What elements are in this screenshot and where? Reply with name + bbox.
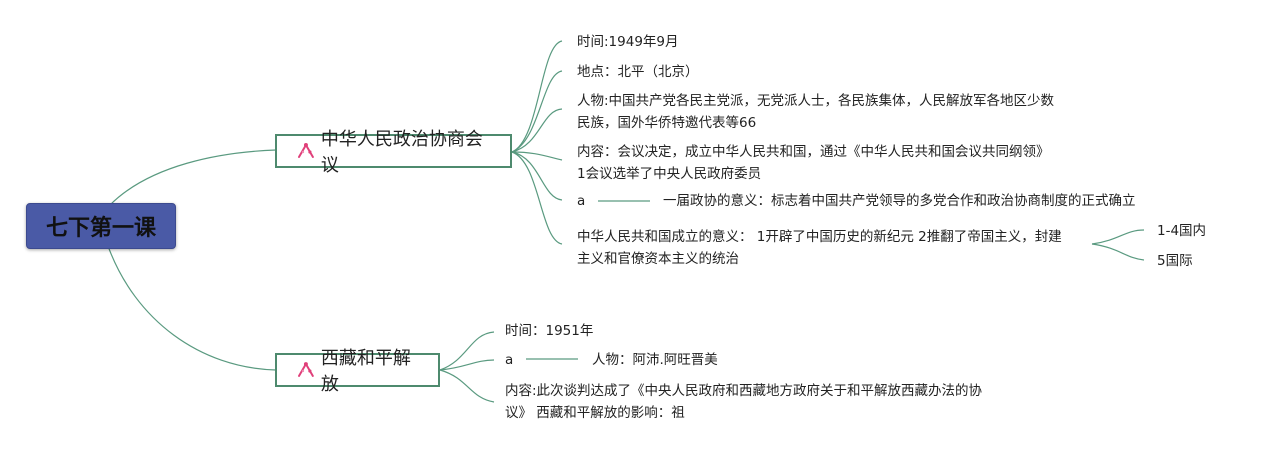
pin-icon <box>297 362 314 377</box>
root-label: 七下第一课 <box>45 216 156 241</box>
leaf-people[interactable]: 人物:中国共产党各民主党派，无党派人士，各民族集体，人民解放军各地区少数 民族，… <box>577 90 1054 134</box>
leaf-significance[interactable]: 中华人民共和国成立的意义： 1开辟了中国历史的新纪元 2推翻了帝国主义，封建 主… <box>577 226 1062 270</box>
leaf-place[interactable]: 地点：北平（北京） <box>577 61 699 83</box>
leaf-text: a <box>577 193 586 209</box>
connector-b1-content <box>511 151 563 161</box>
leaf-text: 1-4国内 <box>1157 223 1207 239</box>
leaf-text: 人物：阿沛.阿旺晋美 <box>592 352 718 368</box>
connector-b2-time <box>439 331 495 371</box>
leaf-time[interactable]: 时间:1949年9月 <box>577 31 679 53</box>
connector-b2-a <box>439 359 495 371</box>
leaf-text-line: 民族，国外华侨特邀代表等66 <box>577 115 757 131</box>
leaf-text-line: 中华人民共和国成立的意义： 1开辟了中国历史的新纪元 2推翻了帝国主义，封建 <box>577 229 1062 245</box>
branch-topic-cppcc[interactable]: 中华人民政治协商会议 <box>275 129 512 176</box>
leaf-a-tibet[interactable]: a <box>505 349 513 371</box>
connector-sig-sub2 <box>1091 243 1145 261</box>
leaf-text: 一届政协的意义：标志着中国共产党领导的多党合作和政治协商制度的正式确立 <box>663 193 1136 209</box>
leaf-text: a <box>505 352 514 368</box>
connector-b1-significance <box>511 151 563 245</box>
connector-b1-people <box>511 108 563 153</box>
leaf-first-session[interactable]: 一届政协的意义：标志着中国共产党领导的多党合作和政治协商制度的正式确立 <box>663 190 1136 212</box>
leaf-text-line: 1会议选举了中央人民政府委员 <box>577 166 762 182</box>
root-topic[interactable]: 七下第一课 <box>26 203 176 249</box>
leaf-time-tibet[interactable]: 时间：1951年 <box>505 320 593 342</box>
connector-b1-time <box>511 40 563 153</box>
leaf-people-tibet[interactable]: 人物：阿沛.阿旺晋美 <box>592 349 718 371</box>
leaf-a[interactable]: a <box>577 190 585 212</box>
branch-topic-tibet[interactable]: 西藏和平解放 <box>275 348 440 395</box>
pin-icon <box>297 143 314 158</box>
branch-title: 西藏和平解放 <box>320 348 411 395</box>
leaf-text-line: 内容:此次谈判达成了《中央人民政府和西藏地方政府关于和平解放西藏办法的协 <box>505 383 983 399</box>
leaf-text-line: 主义和官僚资本主义的统治 <box>577 251 739 267</box>
leaf-text: 时间:1949年9月 <box>577 34 679 50</box>
leaf-text-line: 议》 西藏和平解放的影响：祖 <box>505 405 685 421</box>
connector-root-branch2 <box>107 245 277 371</box>
leaf-sub-domestic[interactable]: 1-4国内 <box>1157 220 1206 242</box>
branch-title: 中华人民政治协商会议 <box>320 129 483 176</box>
connector-b1-place <box>511 70 563 153</box>
leaf-text: 地点：北平（北京） <box>577 64 699 80</box>
connector-b1-a <box>511 151 563 201</box>
leaf-text: 时间：1951年 <box>505 323 594 339</box>
connector-sig-sub1 <box>1091 229 1145 245</box>
leaf-text-line: 内容：会议决定，成立中华人民共和国，通过《中华人民共和国会议共同纲领》 <box>577 144 1050 160</box>
leaf-content[interactable]: 内容：会议决定，成立中华人民共和国，通过《中华人民共和国会议共同纲领》 1会议选… <box>577 141 1050 185</box>
connector-b2-content <box>439 369 495 403</box>
leaf-text-line: 人物:中国共产党各民主党派，无党派人士，各民族集体，人民解放军各地区少数 <box>577 93 1055 109</box>
leaf-text: 5国际 <box>1157 253 1193 269</box>
connector-root-branch1 <box>109 149 277 206</box>
leaf-sub-international[interactable]: 5国际 <box>1157 250 1193 272</box>
leaf-content-tibet[interactable]: 内容:此次谈判达成了《中央人民政府和西藏地方政府关于和平解放西藏办法的协 议》 … <box>505 380 982 424</box>
